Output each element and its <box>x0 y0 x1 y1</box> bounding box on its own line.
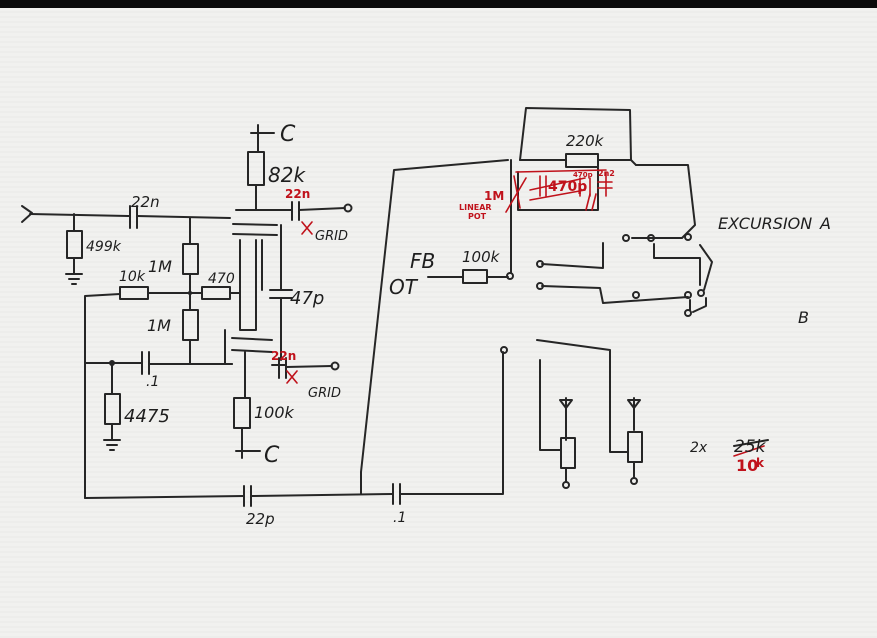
resistor-4475 <box>104 393 121 425</box>
red-annotations-left <box>286 221 313 384</box>
label-470p-small: 470p <box>573 171 593 179</box>
label-c-top: C <box>280 122 296 147</box>
label-c-bottom: C <box>264 443 280 468</box>
resistor-470 <box>201 286 231 300</box>
label-excursion-b: B <box>798 308 809 327</box>
label-22n-red-bottom: 22n <box>271 349 296 363</box>
resistor-100k-bottom <box>233 397 251 429</box>
labels: C 82k 22n 22n GRID 499k 10k 1M 470 1M 47… <box>86 122 831 528</box>
cap-22p <box>243 485 252 507</box>
label-excursion-a: A <box>819 214 831 233</box>
label-pots-old: 25k <box>734 437 767 457</box>
tube-stage <box>224 124 353 459</box>
label-2n2: 2n2 <box>598 169 615 178</box>
label-1m-b: 1M <box>147 316 171 335</box>
label-grid-top: GRID <box>315 229 348 244</box>
label-220k: 220k <box>566 132 605 150</box>
label-1m-a: 1M <box>148 257 172 276</box>
tube-bottom-plates <box>231 337 273 353</box>
label-22n-input: 22n <box>131 193 160 211</box>
input-section <box>21 205 241 499</box>
label-point1-bottom: .1 <box>393 510 406 526</box>
feedback-network <box>427 107 713 317</box>
label-100k-fb: 100k <box>462 248 501 266</box>
label-100k-bottom: 100k <box>254 403 295 422</box>
linear-pot-1m <box>505 175 527 213</box>
label-pots-new: 10 <box>736 456 758 475</box>
label-470p-struck: 470p <box>548 179 587 195</box>
resistor-220k <box>565 153 599 168</box>
cap-point1-bottom <box>392 483 401 505</box>
tube-top-plates <box>232 223 278 236</box>
label-pot-1m: 1M <box>484 189 504 203</box>
resistor-499k <box>66 230 83 259</box>
trim-pots <box>536 339 643 489</box>
trim-pot-right <box>627 431 643 463</box>
label-470: 470 <box>208 271 235 287</box>
label-grid-bottom: GRID <box>308 386 341 401</box>
pot-value-strike <box>733 439 769 457</box>
schematic-paper <box>0 8 877 638</box>
label-22n-red-top: 22n <box>285 187 310 201</box>
label-fb: FB <box>410 249 435 273</box>
label-10k: 10k <box>119 269 146 285</box>
cap-point1-left <box>141 351 150 375</box>
label-22p: 22p <box>246 510 275 528</box>
label-47p: 47p <box>290 288 324 309</box>
label-pots-unit: k <box>756 456 765 470</box>
label-linear: LINEAR <box>459 203 492 212</box>
resistor-10k <box>119 286 149 300</box>
resistor-1m-a <box>182 243 199 275</box>
label-point1-left: .1 <box>146 374 159 390</box>
label-excursion: EXCURSION <box>718 214 812 233</box>
bottom-bus <box>84 159 509 507</box>
label-82k: 82k <box>268 163 306 187</box>
resistor-1m-b <box>182 309 199 341</box>
ground-symbol <box>65 257 83 285</box>
resistor-100k-fb <box>462 269 488 284</box>
input-arrow <box>21 205 33 223</box>
trim-pot-left <box>560 437 576 469</box>
label-ot: OT <box>389 275 419 299</box>
resistor-82k <box>247 151 265 186</box>
label-499k: 499k <box>86 239 122 255</box>
red-tone-network <box>505 169 613 213</box>
label-pots-qty: 2x <box>690 440 708 456</box>
cap-47p <box>269 289 293 299</box>
label-4475: 4475 <box>124 406 170 427</box>
label-pot-word: POT <box>468 212 487 221</box>
